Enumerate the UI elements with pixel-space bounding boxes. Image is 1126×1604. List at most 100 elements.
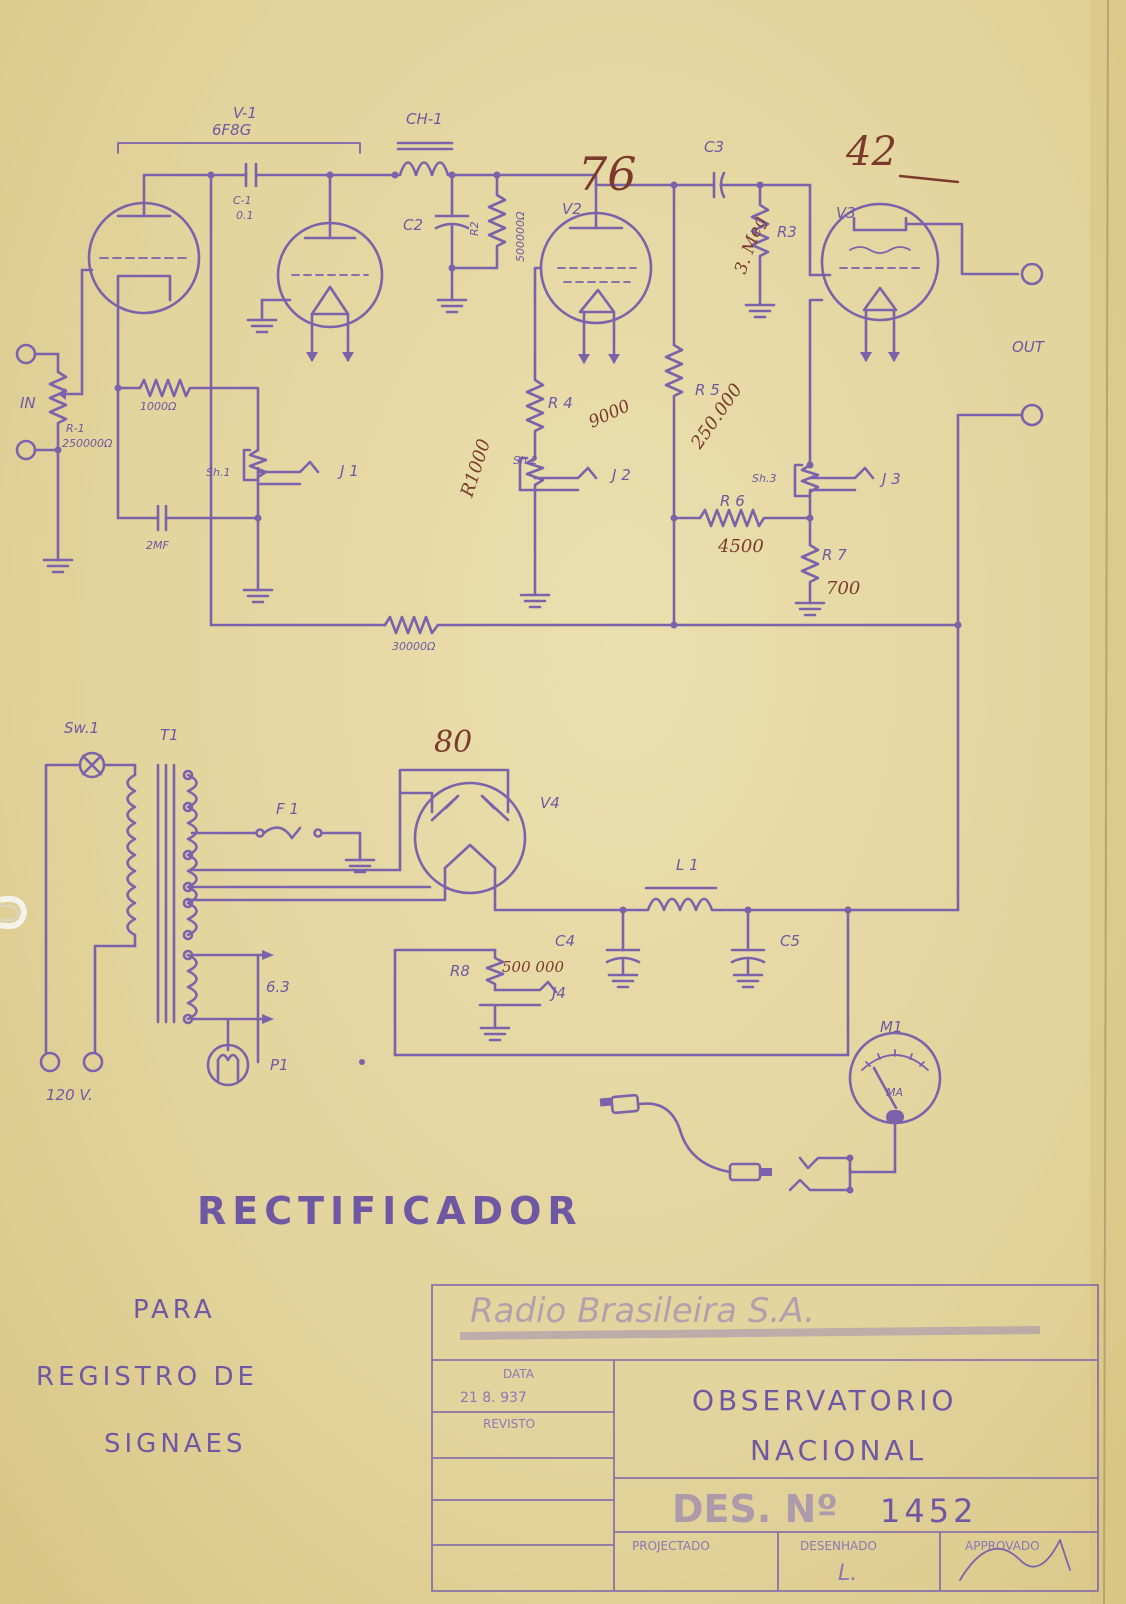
label-j3: J 3 [879,470,901,488]
output-terminal-top [1020,262,1044,286]
des-number: 1452 [880,1492,977,1530]
shunt-sh2 [518,456,598,609]
org-line-1: OBSERVATORIO [692,1384,957,1417]
revisto-label: REVISTO [483,1417,535,1431]
annotation-42: 42 [845,129,897,175]
approvado-label: APPROVADO [965,1539,1040,1553]
des-label: DES. Nº [672,1487,838,1531]
title-block [431,1284,1099,1592]
label-r-1000: 1000Ω [140,400,177,413]
annotation-4500: 4500 [717,536,764,557]
label-ch1: CH-1 [406,110,443,128]
annotation-500000: 500 000 [502,958,564,976]
capacitor-c5 [730,908,766,989]
label-r2-val: 500000Ω [514,211,527,262]
title-main: RECTIFICADOR [197,1189,583,1233]
label-c2: C2 [403,216,423,234]
label-l1: L 1 [676,856,699,874]
label-r5: R 5 [695,381,720,399]
mains-terminal-2 [82,1051,104,1073]
label-v1: V-1 [233,104,257,122]
resistor-r6 [672,508,812,528]
title-line-2: REGISTRO DE [36,1362,258,1392]
desenhado-signature: L. [838,1561,857,1586]
mains-terminal-1 [39,1051,61,1073]
tube-v2 [533,173,653,364]
label-r1-val: 250000Ω [62,437,113,450]
label-r6: R 6 [720,492,745,510]
output-terminal-bottom [1020,403,1044,427]
label-ma: MA [886,1086,903,1099]
meter-m1 [788,1031,942,1194]
title-line-1: PARA [133,1295,216,1325]
heater-output [190,950,274,1064]
label-c1: C-1 [233,194,252,207]
pilot-lamp-p1 [206,1043,250,1087]
resistor-r8 [478,948,558,1042]
inductor-l1 [638,886,850,912]
label-j4: J4 [549,984,566,1002]
label-2mf: 2MF [146,539,169,552]
shunt-sh1 [242,448,320,592]
input-terminal-top [15,343,37,365]
resistor-r1 [42,268,94,574]
label-m1: M1 [880,1018,903,1036]
desenhado-label: DESENHADO [800,1539,877,1553]
phone-plug-cord [599,1093,772,1182]
company-stamp: Radio Brasileira S.A. [470,1291,815,1331]
resistor-30000 [383,615,440,635]
capacitor-c2 [434,173,470,314]
paper-fold [1103,0,1109,1604]
title-block-text: Radio Brasileira S.A. DATA 21 8. 937 REV… [460,1291,1071,1586]
label-p1: P1 [270,1056,289,1074]
title-line-3: SIGNAES [104,1429,247,1459]
handwritten-annotations: 76 42 3. Meg 9000 250.000 R1000 4500 700… [434,129,960,976]
label-c1-val: 0.1 [236,209,254,222]
switch-sw1 [44,751,137,1054]
choke-ch1 [393,141,597,177]
resistor-1000 [116,378,260,452]
drawing-title: RECTIFICADOR PARA REGISTRO DE SIGNAES [36,1189,583,1459]
label-j1: J 1 [337,462,359,480]
label-r7: R 7 [822,546,847,564]
label-f1: F 1 [276,800,299,818]
label-r3: R3 [777,223,797,241]
label-r4: R 4 [548,394,573,412]
resistor-r3 [744,183,776,319]
approval-signature [959,1539,1071,1581]
label-sw1: Sw.1 [64,719,99,737]
capacitor-c4 [605,908,641,989]
resistor-r5 [664,183,684,627]
label-t1: T1 [160,726,179,744]
label-sh1: Sh.1 [206,466,230,479]
projectado-label: PROJECTADO [632,1539,710,1553]
resistor-r2 [448,173,507,272]
label-c3: C3 [704,138,724,156]
tube-v3 [808,202,1020,467]
org-line-2: NACIONAL [750,1434,927,1467]
transformer-t1 [93,763,198,1054]
annotation-3meg: 3. Meg [731,213,770,276]
tube-v4 [186,768,642,912]
label-v2: V2 [562,200,582,218]
annotation-r1000: R1000 [456,437,495,501]
label-in: IN [20,394,36,412]
label-6-3: 6.3 [266,978,290,996]
label-v4: V4 [540,794,560,812]
annotation-underline [898,174,960,184]
binding-string [0,895,28,930]
label-sh2: Sh.2 [513,454,537,467]
label-c4: C4 [555,932,575,950]
component-labels: V-1 6F8G CH-1 C-1 0.1 C2 R2 500000Ω V2 C… [20,104,1046,1104]
label-r8: R8 [450,962,470,980]
label-v3: V3 [836,204,856,222]
tube-v1b [260,175,384,362]
label-r2: R2 [468,221,481,236]
label-j2: J 2 [609,466,631,484]
annotation-9000: 9000 [586,396,634,432]
power-supply-circuit [39,751,960,1087]
fuse-f1 [190,826,376,874]
input-terminal-bottom [15,439,37,461]
